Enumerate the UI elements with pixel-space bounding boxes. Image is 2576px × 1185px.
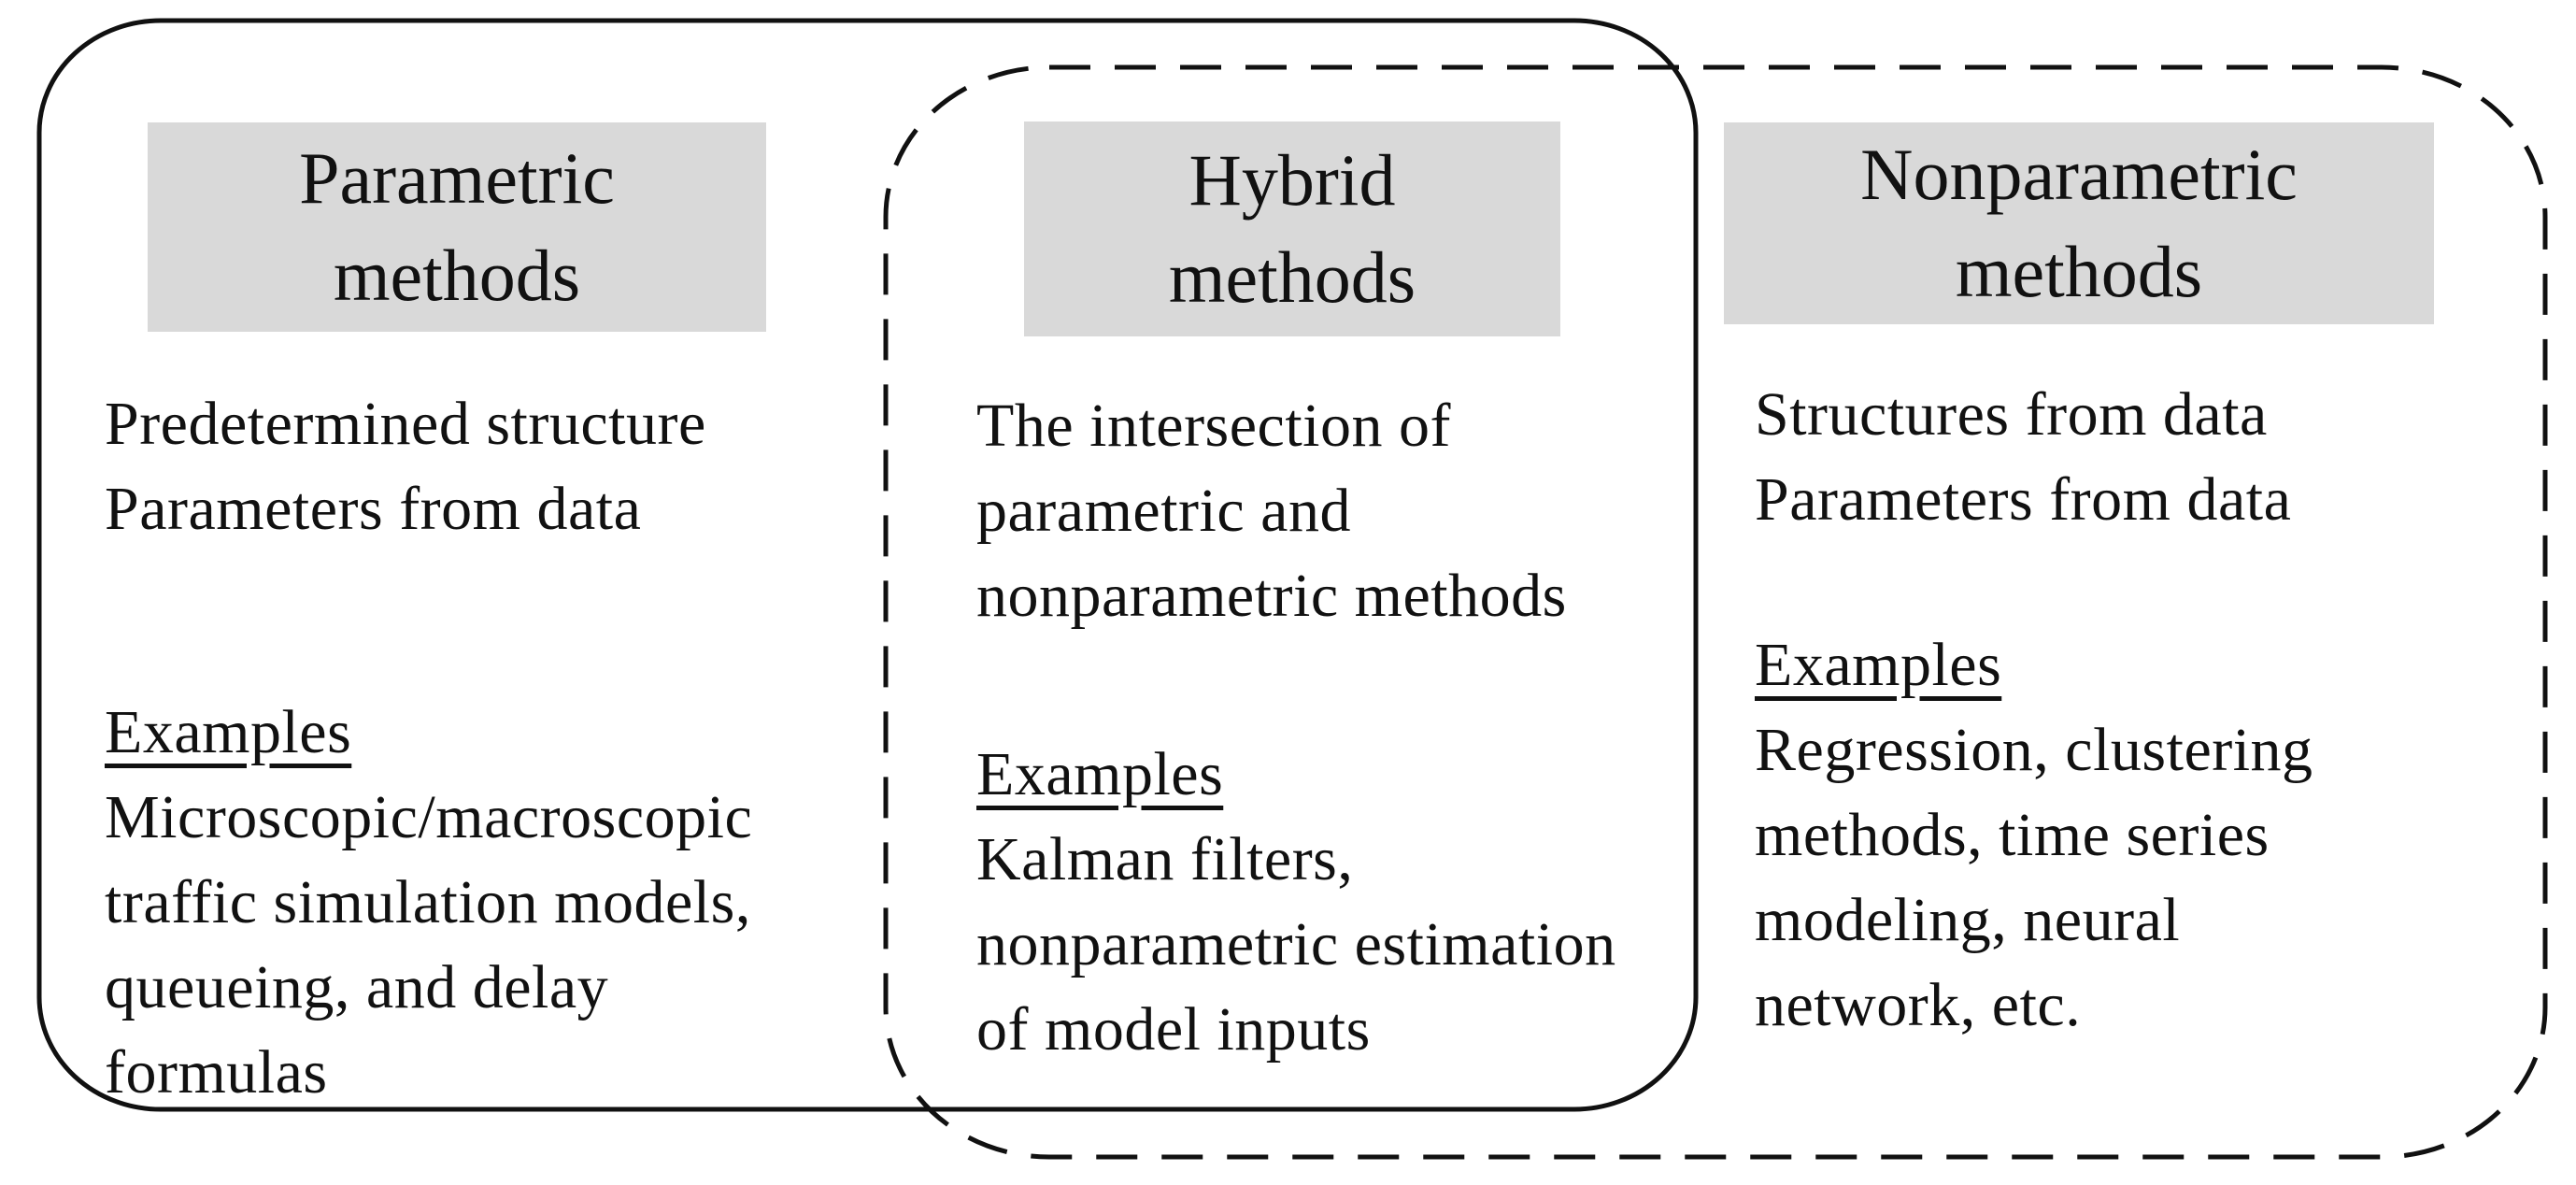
examples-row: Examples [105, 690, 752, 775]
example-line: of model inputs [976, 995, 1371, 1064]
example-line: Microscopic/macroscopic [105, 783, 753, 851]
header-title-line: Parametric [299, 137, 615, 219]
example-line: formulas [105, 1038, 328, 1106]
example-line: traffic simulation models, [105, 868, 751, 936]
example-line: nonparametric estimation [976, 910, 1616, 978]
example-line: Regression, clustering [1755, 716, 2313, 784]
examples-label: Examples [105, 698, 352, 766]
header-title-line: methods [1168, 236, 1416, 318]
header-title-line: Nonparametric [1860, 134, 2298, 215]
example-line: modeling, neural [1755, 886, 2181, 954]
header-title-line: methods [333, 235, 581, 316]
parametric-methods-header: Parametric methods [148, 122, 766, 332]
body-line: The intersection of [976, 392, 1451, 460]
body-line: Parameters from data [1755, 465, 2292, 534]
header-title-line: Hybrid [1188, 139, 1396, 221]
hybrid-nonparametric-dashed-boundary [883, 64, 2548, 1160]
parametric-hybrid-solid-boundary [36, 18, 1699, 1112]
body-line: Predetermined structure [105, 390, 706, 458]
parametric-panel-body: Predetermined structure Parameters from … [105, 381, 752, 1115]
nonparametric-methods-header: Nonparametric methods [1724, 122, 2434, 324]
nonparametric-panel-body: Structures from data Parameters from dat… [1755, 372, 2313, 1048]
body-line: parametric and [976, 477, 1351, 545]
body-line: Structures from data [1755, 380, 2268, 449]
example-line: queueing, and delay [105, 953, 609, 1021]
example-line: Kalman filters, [976, 825, 1354, 893]
examples-label: Examples [1755, 631, 2002, 699]
body-line: Parameters from data [105, 475, 642, 543]
example-line: methods, time series [1755, 801, 2270, 869]
hybrid-panel-body: The intersection of parametric and nonpa… [976, 383, 1616, 1072]
example-line: network, etc. [1755, 971, 2082, 1039]
examples-label: Examples [976, 740, 1224, 808]
examples-row: Examples [1755, 622, 2313, 707]
examples-row: Examples [976, 732, 1616, 817]
hybrid-methods-header: Hybrid methods [1024, 121, 1560, 336]
header-title-line: methods [1955, 231, 2203, 312]
body-line: nonparametric methods [976, 562, 1567, 630]
